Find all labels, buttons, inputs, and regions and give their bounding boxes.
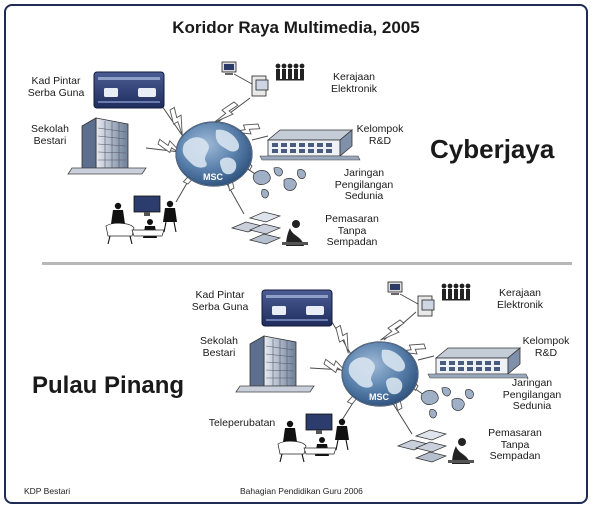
top-school-icon [67,117,147,175]
bottom-telemedicine-icon [277,413,350,463]
bottom-rnd-icon [427,347,529,379]
top-hub-label: MSC [203,172,224,182]
top-meeting-icon [105,195,178,245]
footer-left: KDP Bestari [24,486,71,496]
top-smart-card-icon [93,71,165,109]
top-rnd-icon [259,129,361,161]
diagram-graphics: MSC MSC [67,61,529,465]
bottom-marketing-icon [397,429,475,465]
top-network-icon [252,167,306,199]
top-region-title: Cyberjaya [430,134,555,164]
bottom-network-icon [420,387,474,419]
footer-center: Bahagian Pendidikan Guru 2006 [240,486,363,496]
bottom-hub-label: MSC [369,392,390,402]
diagram-frame: Koridor Raya Multimedia, 2005 [4,4,588,504]
top-marketing-icon [231,211,309,247]
top-egov-icon [221,61,305,97]
bottom-region-title: Pulau Pinang [32,372,185,399]
section-divider [42,262,572,265]
bottom-smart-card-icon [261,289,333,327]
diagram-title: Koridor Raya Multimedia, 2005 [172,18,420,37]
bottom-school-icon [235,335,315,393]
bottom-telemedicine-label: Teleperubatan [208,417,276,429]
bottom-egov-icon [387,281,471,317]
